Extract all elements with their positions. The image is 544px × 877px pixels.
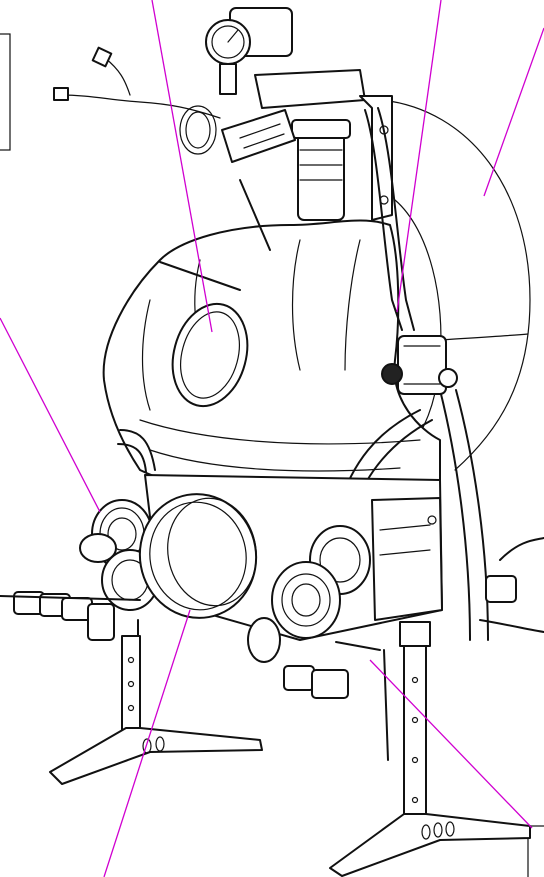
main-tank bbox=[102, 219, 441, 501]
wiring-harness bbox=[53, 46, 221, 155]
leader-left-pump bbox=[0, 317, 101, 513]
callout-frame-left bbox=[0, 33, 11, 151]
filter-housing bbox=[291, 119, 351, 221]
hand-lever bbox=[335, 641, 381, 651]
bracket-strut bbox=[239, 179, 271, 251]
control-valve bbox=[381, 335, 458, 395]
support-rod bbox=[159, 261, 241, 291]
leader-tank-opening bbox=[151, 0, 213, 333]
left-diaphragm-pump bbox=[79, 499, 159, 611]
pressure-gauge bbox=[205, 7, 293, 95]
left-stand bbox=[49, 635, 263, 785]
callout-frame-bottom-right bbox=[527, 825, 544, 877]
right-stand bbox=[329, 621, 531, 877]
suction-ring bbox=[138, 493, 258, 619]
leader-suction-ring bbox=[103, 609, 191, 877]
right-rod bbox=[383, 649, 389, 761]
leader-right-pump bbox=[369, 659, 533, 829]
control-box bbox=[221, 109, 296, 163]
leader-tank-dome bbox=[483, 27, 544, 197]
leader-hose bbox=[396, 0, 442, 313]
right-fittings bbox=[283, 537, 544, 699]
left-fittings bbox=[0, 591, 141, 641]
right-diaphragm-pump bbox=[247, 525, 371, 663]
